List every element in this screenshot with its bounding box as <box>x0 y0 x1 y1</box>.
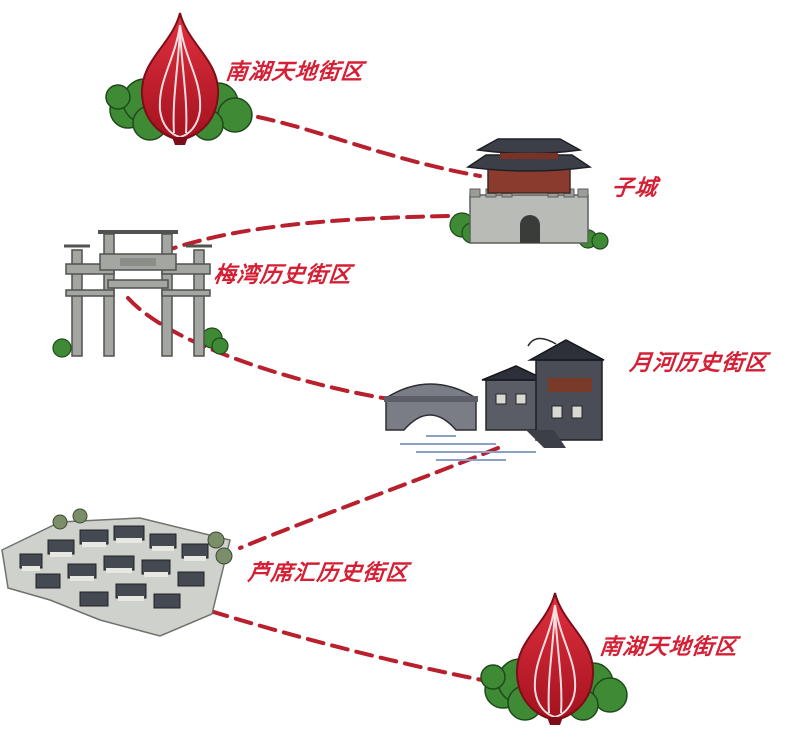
stop-label-yuehe: 月河历史街区 <box>628 351 770 376</box>
flame-sculpture-icon <box>480 592 628 725</box>
stone-archway-icon <box>52 230 229 358</box>
city-gate-icon <box>449 138 609 250</box>
stop-label-zicheng: 子城 <box>610 176 660 201</box>
stop-label-nanhu-1: 南湖天地街区 <box>224 60 366 85</box>
stop-label-nanhu-2: 南湖天地街区 <box>598 635 740 660</box>
old-town-icon <box>1 508 233 637</box>
route-segment-1 <box>256 115 482 178</box>
bridge-houses-icon <box>384 337 605 461</box>
stop-label-meiwan: 梅湾历史街区 <box>212 263 354 288</box>
route-segment-3 <box>126 296 397 402</box>
flame-sculpture-icon <box>105 12 253 145</box>
route-segment-2 <box>166 214 450 252</box>
route-path <box>126 115 500 682</box>
route-segment-5 <box>186 602 484 682</box>
stop-label-luxihui: 芦席汇历史街区 <box>246 561 411 586</box>
route-segment-4 <box>238 446 500 550</box>
